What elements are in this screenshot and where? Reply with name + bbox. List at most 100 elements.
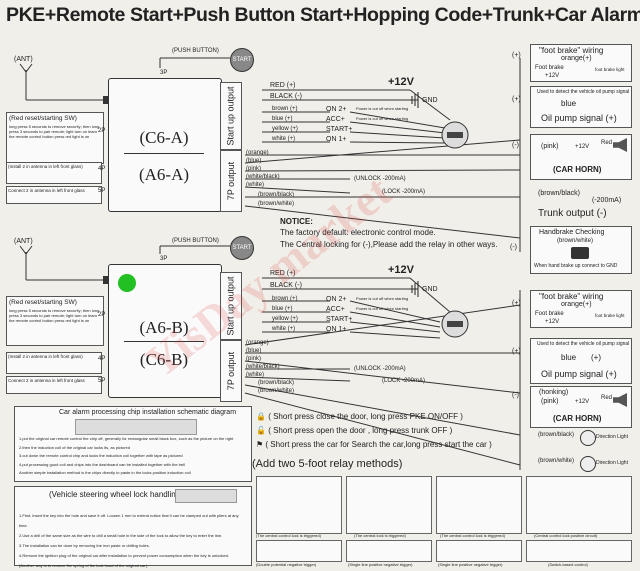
- module-top-line1: (C6-A): [139, 128, 189, 147]
- chip-step-2: 2.then the induction coil of the origina…: [19, 444, 130, 450]
- relay-caption-8: (Switch-based control): [548, 562, 588, 567]
- chip-step-4: 4.put processing good coil and chips int…: [19, 461, 185, 467]
- out-wire-bb-bottom: (brown/black): [258, 380, 295, 386]
- neg-sign: (-): [512, 142, 519, 149]
- start-label: START: [232, 245, 252, 251]
- trunk-ma: (-200mA): [592, 197, 622, 204]
- out-wire-blue-top: (blue): [246, 158, 262, 164]
- start-button-top[interactable]: START: [230, 48, 254, 72]
- ign-wire-4-bottom: white (+): [272, 326, 296, 332]
- reset-sw-box-top: (Red reset/starting SW) long press 5 sec…: [6, 112, 104, 164]
- key-function-list: 🔒 ( Short press close the door, long pre…: [256, 412, 526, 454]
- out-wire-pink-top: (pink): [246, 166, 262, 172]
- neg-sign: (-): [510, 244, 517, 251]
- direction-light-label: Direction Light: [596, 434, 628, 440]
- plug-5p-bottom: 5P: [98, 378, 106, 384]
- horn-box-bottom: (honking) (pink) +12V Red (CAR HORN): [530, 386, 632, 428]
- key-picture: [175, 489, 237, 503]
- direction-light-icon: [580, 430, 596, 446]
- key-row-lock: 🔒 ( Short press close the door, long pre…: [256, 412, 463, 421]
- steering-lock-box: (Vehicle steering wheel lock handling me…: [14, 486, 252, 568]
- notice-line-2: The Central locking for (-),Please add t…: [280, 240, 498, 249]
- relay-diagram-2: [346, 476, 432, 534]
- chip-step-1: 1.put the original car remote control th…: [19, 436, 234, 441]
- antenna-label-top: (ANT): [14, 56, 33, 63]
- reset-sw-desc: long press 5 seconds to remove security;…: [9, 308, 100, 323]
- antenna-plug-box-bottom: Connect 2 in antenna in left front glass: [6, 376, 102, 394]
- pos-sign: (+): [512, 96, 521, 103]
- relay-diagram-4: [526, 476, 632, 534]
- module-top-line2: (A6-A): [138, 165, 190, 184]
- ign-term-3-top: START+: [326, 126, 353, 133]
- dir-wire-bw: (brown/white): [538, 458, 575, 464]
- lock-bottom: (LOCK -200mA): [382, 378, 426, 384]
- brake-desc: (Install 2 in antenna in left front glas…: [8, 164, 83, 169]
- steering-step-1: 1.First, insert the key into the hole an…: [19, 513, 239, 528]
- chip-picture: [75, 419, 197, 435]
- ign-wire-3-top: yellow (+): [272, 126, 298, 132]
- brake-box-top: (Install 2 in antenna in left front glas…: [6, 162, 102, 184]
- foot-brake-box-top: "foot brake" wiring orange(+) Foot brake…: [530, 44, 632, 82]
- plug-4p-top: 4P: [98, 166, 106, 172]
- plug-2p-top: 2P: [98, 128, 106, 134]
- relay-title: (Add two 5-foot relay methods): [252, 458, 403, 470]
- handbrake-box: Handbrake Checking (brown/white) When ha…: [530, 226, 632, 274]
- ign-wire-1-top: brown (+): [272, 106, 298, 112]
- horn-icon: [613, 393, 627, 407]
- direction-light-icon: [580, 456, 596, 472]
- module-bottom-line1: (A6-B): [139, 318, 189, 337]
- key-row-unlock: 🔓 ( Short press open the door , long pre…: [256, 426, 453, 435]
- start-button-bottom[interactable]: START: [230, 236, 254, 260]
- ign-term-2-top: ACC+: [326, 116, 345, 123]
- ign-wire-4-top: white (+): [272, 136, 296, 142]
- ign-wire-1-bottom: brown (+): [272, 296, 298, 302]
- relay-caption-1: (The central control lock is triggered): [256, 533, 321, 538]
- power-note-bottom-1: Power is cut off when starting: [356, 296, 409, 301]
- power-note-bottom-2: Power is cut off when starting: [356, 306, 409, 311]
- ign-term-4-bottom: ON 1+: [326, 326, 347, 333]
- plug-4p-bottom: 4P: [98, 356, 106, 362]
- ign-term-1-top: ON 2+: [326, 106, 347, 113]
- out-wire-orange-top: (orange): [246, 150, 269, 156]
- v12-bottom: +12V: [388, 264, 414, 276]
- plug-3p-top: 3P: [160, 70, 168, 76]
- ign-term-2-bottom: ACC+: [326, 306, 345, 313]
- brake-box-bottom: (Install 2 in antenna in left front glas…: [6, 352, 102, 374]
- push-button-label-top: (PUSH BUTTON): [172, 48, 219, 54]
- start-label: START: [232, 57, 252, 63]
- relay-caption-4: (Central control lock positive circuit): [534, 533, 598, 538]
- out-wire-pink-bottom: (pink): [246, 356, 262, 362]
- startup-output-bottom: Start up output: [220, 272, 242, 340]
- chip-step-3: 3.cut down the remote control chip and l…: [19, 453, 183, 459]
- antenna-label-bottom: (ANT): [14, 238, 33, 245]
- out-wire-blue-bottom: (blue): [246, 348, 262, 354]
- dir-wire-bb: (brown/black): [538, 432, 575, 438]
- lock-icon: 🔒: [256, 412, 266, 421]
- module-bottom-line2: (C6-B): [139, 350, 189, 369]
- reset-sw-label: (Red reset/starting SW): [9, 299, 77, 306]
- antenna-plug-note: Connect 2 in antenna in left front glass: [8, 378, 85, 383]
- horn-box-top: (pink) +12V Red (CAR HORN): [530, 134, 632, 180]
- pos-sign: (+): [512, 300, 521, 307]
- foot-brake-box-bottom: "foot brake" wiring orange(+) Foot brake…: [530, 290, 632, 328]
- startup-output-top: Start up output: [220, 82, 242, 150]
- unlock-icon: 🔓: [256, 426, 266, 435]
- status-led: [118, 274, 136, 292]
- reset-sw-box-bottom: (Red reset/starting SW) long press 5 sec…: [6, 296, 104, 346]
- relay-diagram-1: [256, 476, 342, 534]
- notice-line-1: The factory default: electronic control …: [280, 228, 436, 237]
- horn-icon: [613, 138, 627, 152]
- power-note-top-1: Power is cut off when starting: [356, 106, 409, 111]
- wire-red-top: RED (+): [270, 82, 296, 89]
- antenna-plug-note: Connect 2 in antenna in left front glass: [8, 188, 85, 193]
- key-row-car: ⚑ ( Short press the car for Search the c…: [256, 440, 492, 449]
- out-wire-white-bottom: (white): [246, 372, 265, 378]
- trunk-output: Trunk output (-): [538, 208, 607, 219]
- ign-wire-2-bottom: blue (+): [272, 306, 293, 312]
- push-button-label-bottom: (PUSH BUTTON): [172, 238, 219, 244]
- out-wire-white-top: (white): [246, 182, 265, 188]
- neg-sign: (-): [512, 392, 519, 399]
- oil-pump-box-top: Used to detect the vehicle oil pump sign…: [530, 86, 632, 128]
- out-wire-bb-top: (brown/black): [258, 192, 295, 198]
